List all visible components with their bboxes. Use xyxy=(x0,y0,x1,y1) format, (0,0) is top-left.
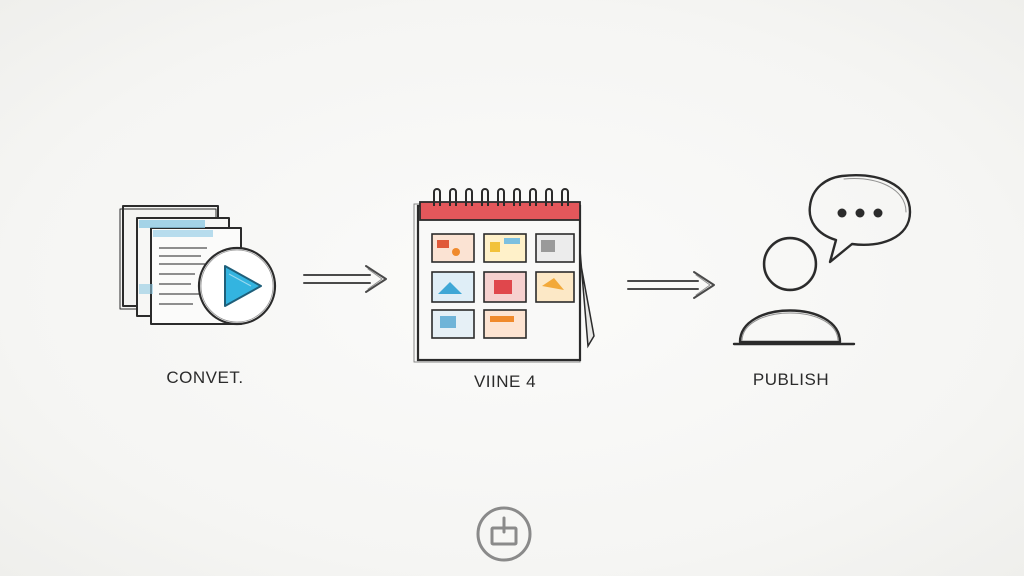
step-label-convert: CONVET. xyxy=(166,368,244,387)
step-label-publish: PUBLISH xyxy=(752,370,830,389)
step-label-schedule: VIINE 4 xyxy=(473,372,537,391)
arrow-right-icon xyxy=(300,262,390,296)
person-speech-icon xyxy=(730,170,920,350)
arrow-right-icon xyxy=(624,268,718,302)
calendar-grid-icon xyxy=(404,186,614,366)
share-box-icon[interactable] xyxy=(476,506,532,562)
document-play-icon xyxy=(115,200,285,330)
